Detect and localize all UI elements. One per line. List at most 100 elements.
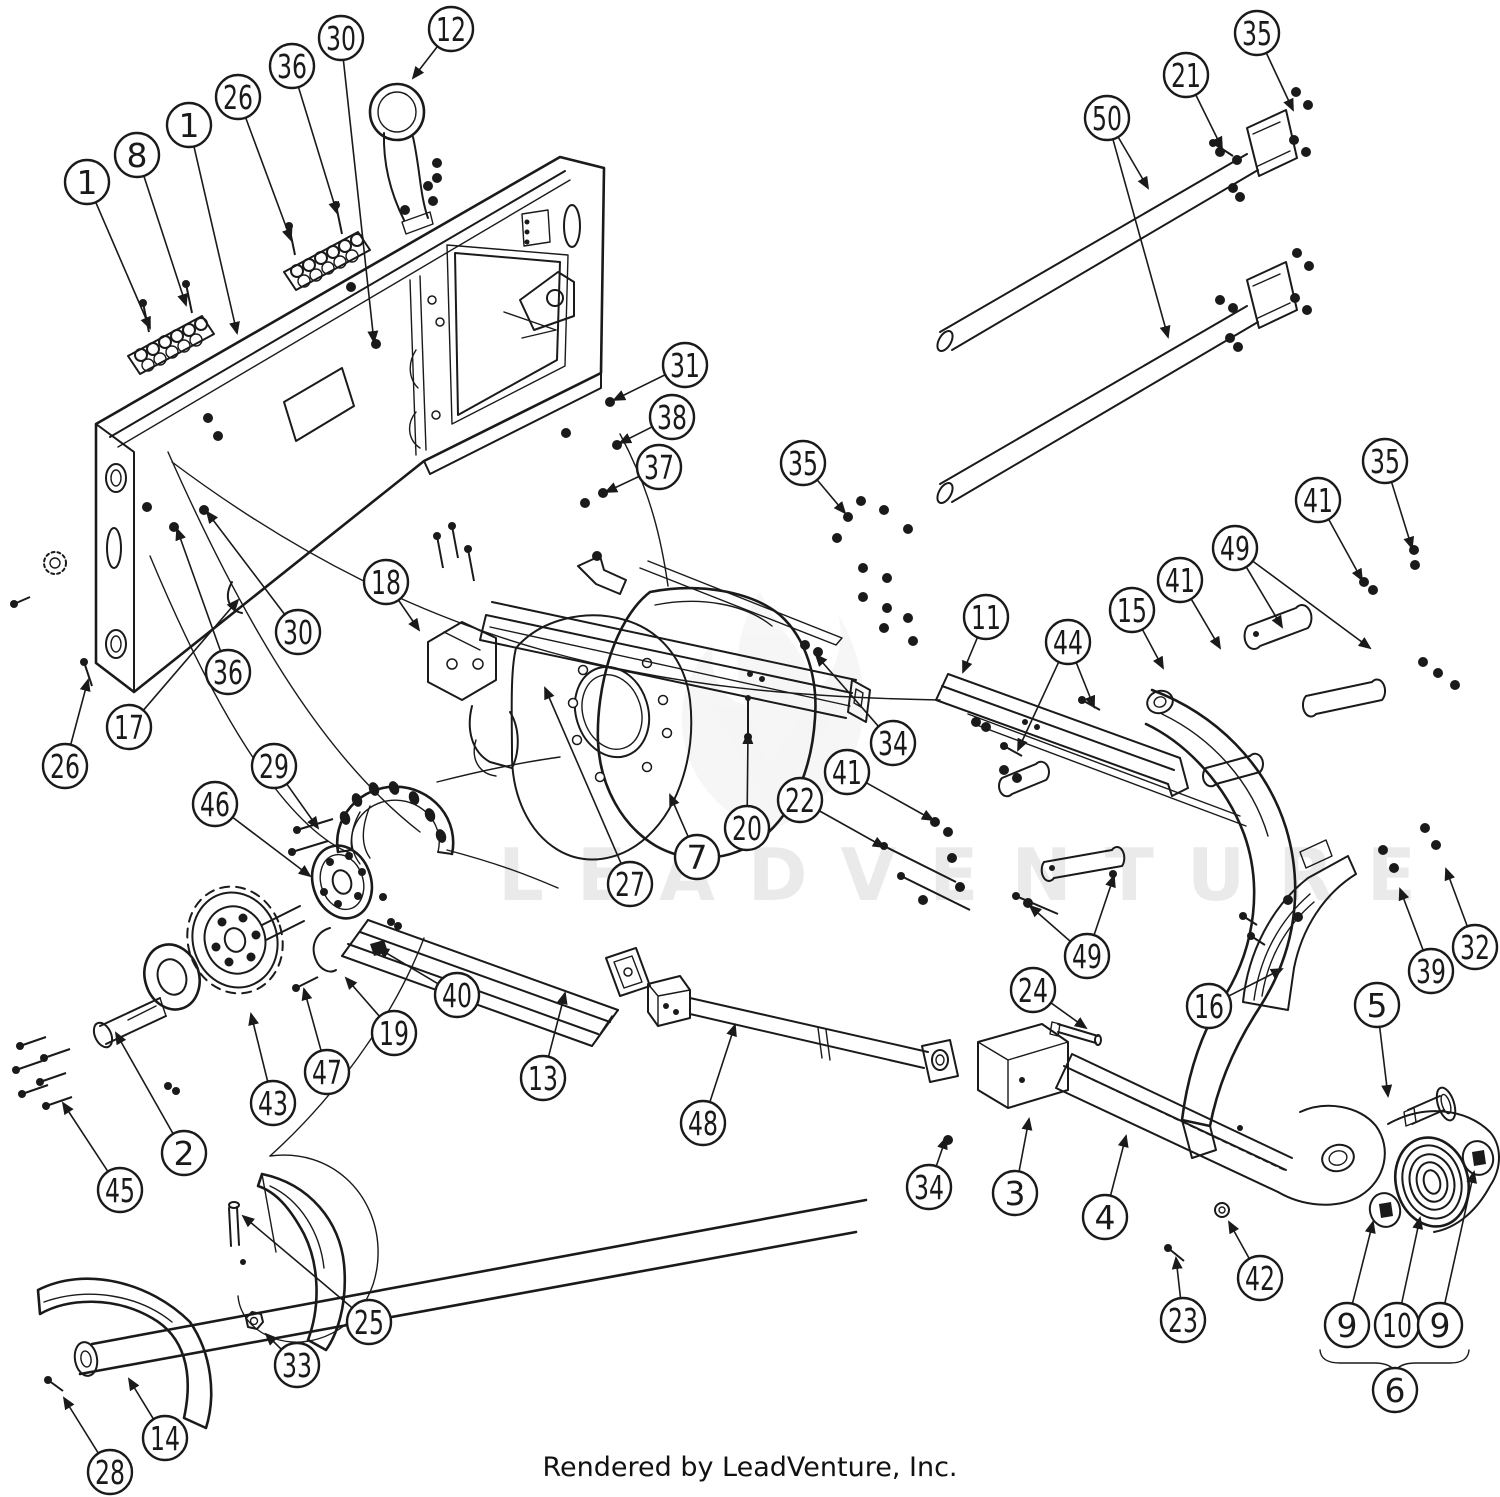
callout-34[interactable]: 34 — [814, 653, 917, 767]
balloon-circle — [1361, 437, 1409, 485]
callout-24[interactable]: 24 — [1009, 966, 1088, 1030]
callout-17[interactable]: 17 — [105, 598, 240, 751]
callout-1[interactable]: 1 — [165, 101, 240, 335]
screw-glyph — [448, 522, 459, 559]
callout-42[interactable]: 42 — [1228, 1220, 1284, 1302]
callout-16[interactable]: 16 — [1185, 968, 1284, 1030]
fastener-dot — [903, 613, 913, 623]
balloon-number: 21 — [1171, 56, 1201, 95]
callout-26[interactable]: 26 — [214, 73, 293, 242]
balloon-number: 7 — [687, 838, 708, 877]
callout-10[interactable]: 10 — [1373, 1216, 1424, 1349]
screw-glyph — [10, 596, 31, 608]
screw-glyph — [80, 658, 93, 687]
callout-35[interactable]: 35 — [1361, 437, 1414, 550]
callout-8[interactable]: 8 — [113, 131, 188, 307]
balloon-circle — [141, 1414, 189, 1462]
callout-49[interactable]: 49 — [1028, 874, 1116, 980]
callout-31[interactable]: 31 — [612, 341, 709, 401]
fastener-dot — [423, 181, 433, 191]
callout-50[interactable]: 50 — [1083, 94, 1171, 339]
callout-39[interactable]: 39 — [1398, 887, 1455, 995]
callout-41[interactable]: 41 — [823, 748, 935, 821]
callout-30[interactable]: 30 — [205, 510, 322, 656]
callout-33[interactable]: 33 — [264, 1332, 321, 1389]
fastener-dot — [1431, 840, 1441, 850]
callout-7[interactable]: 7 — [669, 793, 721, 881]
callout-47[interactable]: 47 — [301, 987, 351, 1096]
callout-35[interactable]: 35 — [1233, 9, 1294, 112]
curved-arm-15 — [1144, 688, 1297, 1159]
callout-36[interactable]: 36 — [175, 527, 252, 696]
balloon-number: 22 — [785, 781, 815, 820]
balloon-circle — [427, 5, 475, 53]
callout-29[interactable]: 29 — [250, 742, 320, 830]
balloon-circle — [776, 776, 824, 824]
fastener-dot — [1302, 305, 1312, 315]
callout-43[interactable]: 43 — [248, 1012, 297, 1127]
callout-21[interactable]: 21 — [1162, 51, 1223, 150]
balloon-circle — [1353, 981, 1401, 1029]
balloon-circle — [273, 1341, 321, 1389]
callout-46[interactable]: 46 — [191, 780, 312, 878]
callout-4[interactable]: 4 — [1081, 1134, 1129, 1241]
shaft-48 — [647, 975, 959, 1083]
callout-3[interactable]: 3 — [991, 1117, 1039, 1217]
callout-34[interactable]: 34 — [905, 1136, 953, 1211]
callout-19[interactable]: 19 — [344, 976, 418, 1057]
callout-1[interactable]: 1 — [63, 158, 151, 330]
balloon-circle — [1233, 9, 1281, 57]
callout-12[interactable]: 12 — [411, 5, 475, 80]
callout-9[interactable]: 9 — [1323, 1220, 1376, 1349]
fastener-dot — [1225, 333, 1235, 343]
callout-26[interactable]: 26 — [41, 678, 91, 790]
fastener-dot — [832, 533, 842, 543]
bearing-2 — [143, 943, 201, 1011]
callout-41[interactable]: 41 — [1294, 476, 1363, 582]
fastener-dot — [1215, 295, 1225, 305]
chain-strip-right — [283, 231, 371, 291]
balloon-circle — [1294, 476, 1342, 524]
balloon-circle — [1236, 1254, 1284, 1302]
callout-11[interactable]: 11 — [962, 593, 1010, 674]
balloon-number: 15 — [1117, 591, 1147, 630]
tube-lower-50 — [936, 261, 1298, 504]
callout-28[interactable]: 28 — [62, 1396, 134, 1496]
callout-20[interactable]: 20 — [723, 731, 771, 852]
screw-glyph — [1164, 1244, 1185, 1262]
callout-18[interactable]: 18 — [362, 558, 421, 632]
callout-27[interactable]: 27 — [544, 686, 654, 908]
fastener-dot — [1410, 560, 1420, 570]
callout-35[interactable]: 35 — [779, 439, 847, 515]
callout-49[interactable]: 49 — [1211, 524, 1372, 650]
callout-32[interactable]: 32 — [1444, 867, 1499, 971]
callout-25[interactable]: 25 — [241, 1214, 393, 1346]
beam-11 — [935, 673, 1247, 827]
fastener-dot — [612, 440, 622, 450]
screw-glyph — [897, 872, 971, 911]
callout-30[interactable]: 30 — [317, 14, 379, 344]
fastener-dot — [240, 1259, 246, 1265]
callout-45[interactable]: 45 — [61, 1101, 144, 1214]
callout-48[interactable]: 48 — [679, 1023, 737, 1147]
fastener-dot — [955, 882, 965, 892]
callout-6[interactable]: 6 — [1371, 1366, 1419, 1414]
callout-37[interactable]: 37 — [604, 443, 683, 493]
callout-9[interactable]: 9 — [1416, 1170, 1477, 1349]
callout-38[interactable]: 38 — [618, 393, 696, 444]
balloon-circle — [779, 439, 827, 487]
callout-2[interactable]: 2 — [115, 1031, 208, 1177]
callout-41[interactable]: 41 — [1156, 556, 1222, 650]
callout-5[interactable]: 5 — [1353, 981, 1401, 1098]
callout-22[interactable]: 22 — [776, 776, 886, 848]
balloon-circle — [648, 393, 696, 441]
callout-14[interactable]: 14 — [127, 1377, 189, 1462]
callout-13[interactable]: 13 — [519, 991, 568, 1102]
tube-upper-50 — [936, 109, 1298, 352]
balloon-circle — [86, 1448, 134, 1496]
callout-36[interactable]: 36 — [268, 42, 340, 215]
callout-40[interactable]: 40 — [376, 946, 481, 1019]
callout-15[interactable]: 15 — [1108, 586, 1164, 670]
callout-23[interactable]: 23 — [1159, 1256, 1207, 1344]
callout-44[interactable]: 44 — [1017, 618, 1096, 752]
